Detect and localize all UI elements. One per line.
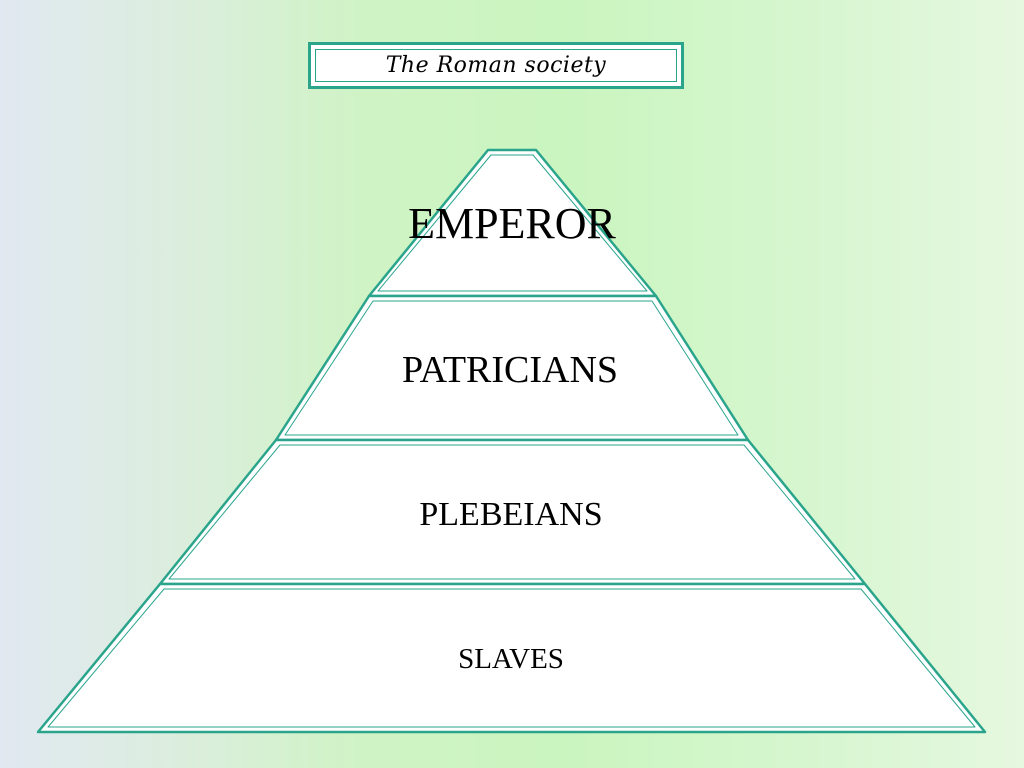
tier-slaves-label: SLAVES [458, 643, 564, 675]
tier-slaves-inner [47, 588, 976, 728]
tier-plebeians: PLEBEIANS [158, 438, 867, 586]
tier-plebeians-label: PLEBEIANS [419, 496, 602, 533]
tier-emperor: EMPEROR [367, 148, 658, 298]
tier-slaves: SLAVES [36, 582, 987, 734]
tier-patricians-inner [284, 300, 739, 436]
tier-patricians-label: PATRICIANS [402, 349, 618, 391]
tier-slaves-shape [36, 582, 987, 734]
tier-plebeians-inner [168, 444, 856, 580]
title-inner-frame: The Roman society [315, 49, 677, 82]
page-title: The Roman society [385, 53, 607, 78]
tier-patricians: PATRICIANS [274, 294, 750, 442]
tier-emperor-inner [377, 154, 648, 292]
tier-emperor-label: EMPEROR [408, 199, 616, 248]
title-box: The Roman society [308, 42, 684, 89]
